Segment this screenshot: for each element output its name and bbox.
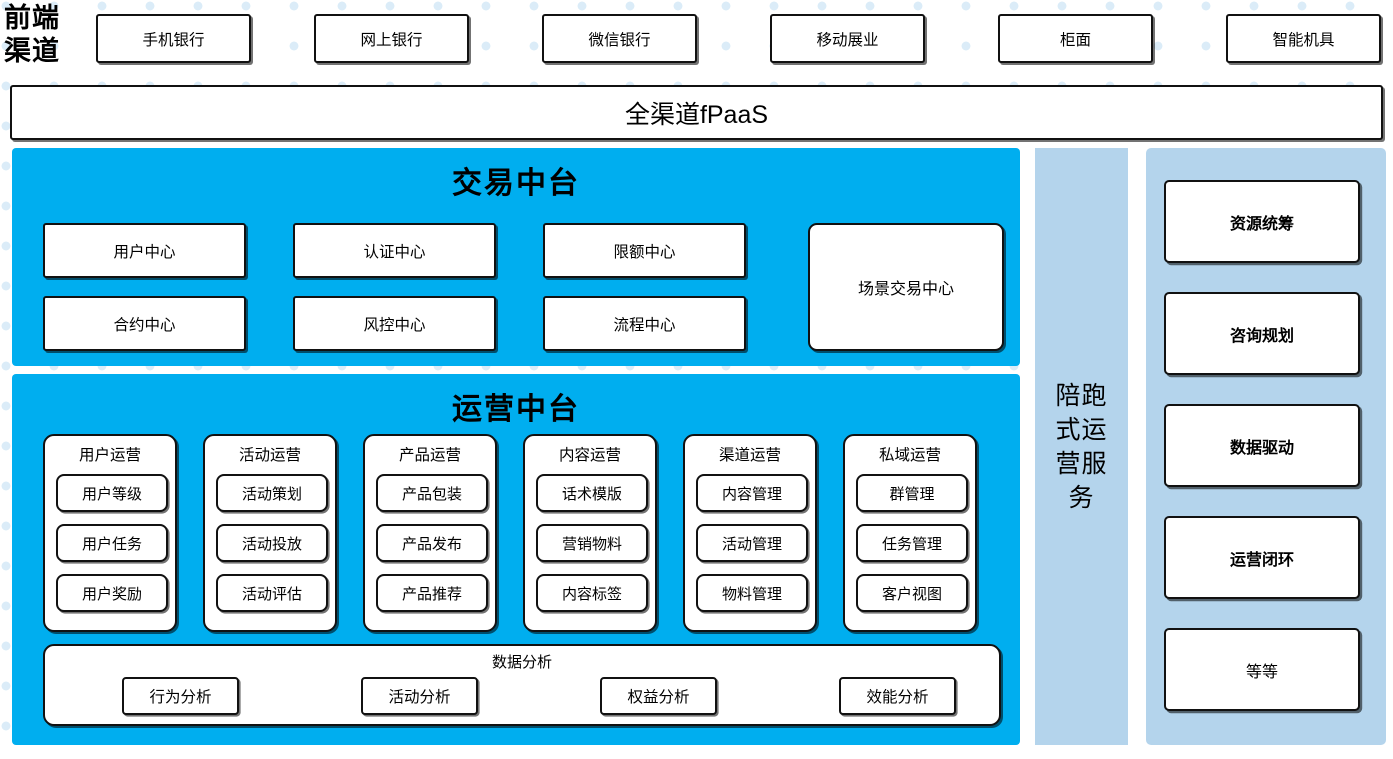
operation-column-content: 内容运营 话术模版 营销物料 内容标签	[523, 434, 657, 632]
operation-item-campaign-management[interactable]: 活动管理	[696, 524, 808, 562]
operation-item-product-packaging[interactable]: 产品包装	[376, 474, 488, 512]
channel-box-smart-machine[interactable]: 智能机具	[1226, 14, 1381, 63]
operation-item-script-template[interactable]: 话术模版	[536, 474, 648, 512]
operation-column-product-title: 产品运营	[398, 447, 461, 464]
operation-column-private-domain-title: 私域运营	[878, 447, 941, 464]
capability-box-etc[interactable]: 等等	[1164, 628, 1360, 711]
operation-column-product: 产品运营 产品包装 产品发布 产品推荐	[363, 434, 497, 632]
trade-cell-risk-center[interactable]: 风控中心	[293, 296, 496, 351]
channel-box-wechat-bank[interactable]: 微信银行	[542, 14, 697, 63]
capability-panel: 资源统筹 咨询规划 数据驱动 运营闭环 等等	[1146, 148, 1386, 745]
operation-item-material-management[interactable]: 物料管理	[696, 574, 808, 612]
channel-label-line-1: 前端	[4, 3, 60, 33]
operation-middle-platform: 运营中台 用户运营 用户等级 用户任务 用户奖励 活动运营 活动策划 活动投放 …	[12, 374, 1020, 745]
operation-column-campaign: 活动运营 活动策划 活动投放 活动评估	[203, 434, 337, 632]
operation-item-product-recommendation[interactable]: 产品推荐	[376, 574, 488, 612]
operation-item-user-task[interactable]: 用户任务	[56, 524, 168, 562]
coaching-operation-service-label: 陪跑式运营服务	[1055, 381, 1108, 512]
data-analysis-item-efficiency[interactable]: 效能分析	[839, 677, 956, 715]
operation-item-task-management[interactable]: 任务管理	[856, 524, 968, 562]
operation-column-private-domain: 私域运营 群管理 任务管理 客户视图	[843, 434, 977, 632]
operation-item-user-level[interactable]: 用户等级	[56, 474, 168, 512]
channel-box-online-bank[interactable]: 网上银行	[314, 14, 469, 63]
operation-item-group-management[interactable]: 群管理	[856, 474, 968, 512]
operation-item-content-management[interactable]: 内容管理	[696, 474, 808, 512]
capability-box-resource-coordination[interactable]: 资源统筹	[1164, 180, 1360, 263]
operation-platform-title: 运营中台	[452, 393, 580, 426]
omnichannel-fpaas-bar[interactable]: 全渠道fPaaS	[10, 85, 1383, 140]
channel-label-line-2: 渠道	[4, 36, 60, 66]
operation-column-channel: 渠道运营 内容管理 活动管理 物料管理	[683, 434, 817, 632]
trade-platform-title: 交易中台	[452, 167, 580, 200]
trade-cell-scene-transaction-center[interactable]: 场景交易中心	[808, 223, 1004, 351]
operation-column-channel-title: 渠道运营	[718, 447, 781, 464]
trade-cell-limit-center[interactable]: 限额中心	[543, 223, 746, 278]
front-end-channel-label: 前端 渠道	[4, 2, 90, 68]
channel-box-counter[interactable]: 柜面	[998, 14, 1153, 63]
operation-item-content-tag[interactable]: 内容标签	[536, 574, 648, 612]
trade-cell-contract-center[interactable]: 合约中心	[43, 296, 246, 351]
front-end-channel-row: 前端 渠道 手机银行 网上银行 微信银行 移动展业 柜面 智能机具	[0, 0, 1393, 78]
data-analysis-item-campaign[interactable]: 活动分析	[361, 677, 478, 715]
data-analysis-item-behavior[interactable]: 行为分析	[122, 677, 239, 715]
operation-column-user: 用户运营 用户等级 用户任务 用户奖励	[43, 434, 177, 632]
operation-column-content-title: 内容运营	[558, 447, 621, 464]
data-analysis-item-benefit[interactable]: 权益分析	[600, 677, 717, 715]
trade-cell-auth-center[interactable]: 认证中心	[293, 223, 496, 278]
coaching-operation-service-band: 陪跑式运营服务	[1035, 148, 1128, 745]
operation-item-campaign-planning[interactable]: 活动策划	[216, 474, 328, 512]
operation-item-campaign-evaluation[interactable]: 活动评估	[216, 574, 328, 612]
channel-box-mobile-bank[interactable]: 手机银行	[96, 14, 251, 63]
data-analysis-panel: 数据分析 行为分析 活动分析 权益分析 效能分析	[43, 644, 1001, 726]
capability-box-operation-closed-loop[interactable]: 运营闭环	[1164, 516, 1360, 599]
operation-item-marketing-material[interactable]: 营销物料	[536, 524, 648, 562]
operation-item-customer-view[interactable]: 客户视图	[856, 574, 968, 612]
trade-middle-platform: 交易中台 用户中心 认证中心 限额中心 合约中心 风控中心 流程中心 场景交易中…	[12, 148, 1020, 366]
operation-item-campaign-delivery[interactable]: 活动投放	[216, 524, 328, 562]
operation-column-user-title: 用户运营	[78, 447, 141, 464]
operation-column-campaign-title: 活动运营	[238, 447, 301, 464]
operation-item-product-release[interactable]: 产品发布	[376, 524, 488, 562]
capability-box-data-driven[interactable]: 数据驱动	[1164, 404, 1360, 487]
capability-box-consulting-planning[interactable]: 咨询规划	[1164, 292, 1360, 375]
trade-cell-process-center[interactable]: 流程中心	[543, 296, 746, 351]
channel-box-mobile-field[interactable]: 移动展业	[770, 14, 925, 63]
operation-item-user-reward[interactable]: 用户奖励	[56, 574, 168, 612]
trade-cell-user-center[interactable]: 用户中心	[43, 223, 246, 278]
data-analysis-title: 数据分析	[491, 654, 552, 671]
